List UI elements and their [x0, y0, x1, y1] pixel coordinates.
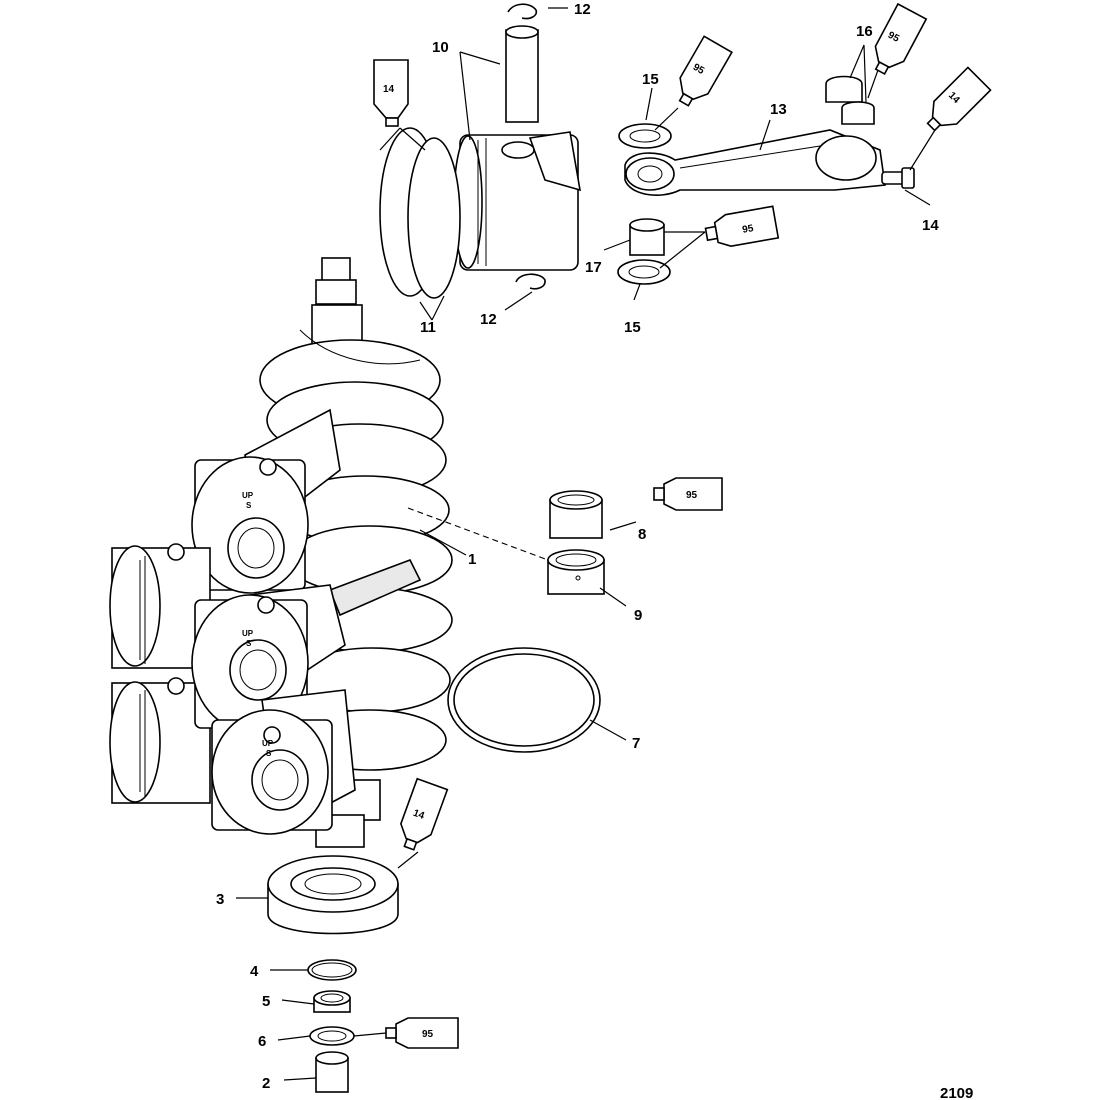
callout-labels: 12 10 11 12 15 13 16 14 17 15 1 8 9 7 3 … [216, 1, 973, 1100]
rod-bolt [881, 167, 915, 189]
callout-9: 9 [634, 607, 642, 624]
thrust-washer-top-inner [629, 129, 661, 143]
piston-3: UP S [211, 689, 356, 835]
callout-10: 10 [432, 39, 449, 56]
exploded-piston [453, 131, 582, 271]
callout-13: 13 [770, 101, 787, 118]
sleeve-2 [315, 1051, 349, 1093]
needle-bearing-8 [549, 490, 603, 539]
callout-8: 8 [638, 526, 646, 543]
callout-12: 12 [574, 1, 591, 18]
figure-number: 2109 [940, 1085, 973, 1100]
piston-s-mark: S [246, 639, 252, 648]
lubricant-tube-14: 14 [400, 777, 449, 851]
retaining-ring-top [507, 3, 538, 20]
needle-bearing-small-end [629, 218, 665, 256]
piston-up-mark: UP [242, 491, 254, 500]
piston-up-mark: UP [262, 739, 274, 748]
thrust-washer-bottom [617, 259, 671, 285]
callout-17: 17 [585, 259, 602, 276]
tube-label: 95 [741, 223, 754, 236]
lubricant-tube-95: 95 [678, 35, 733, 107]
callout-14: 14 [922, 217, 939, 234]
piston-up-mark: UP [242, 629, 254, 638]
snap-ring-4 [307, 959, 357, 981]
callout-6: 6 [258, 1033, 266, 1050]
bearing-cage-halves [825, 75, 875, 125]
callout-2: 2 [262, 1075, 270, 1092]
piston-rear-upper [109, 543, 211, 669]
tube-label: 95 [886, 30, 901, 45]
lubricant-tube-95: 95 [385, 1017, 459, 1049]
callout-3: 3 [216, 891, 224, 908]
callout-7: 7 [632, 735, 640, 752]
lubricant-tube-95: 95 [704, 205, 780, 248]
callout-1: 1 [468, 551, 476, 568]
callout-16: 16 [856, 23, 873, 40]
callout-5: 5 [262, 993, 270, 1010]
piston-s-mark: S [246, 501, 252, 510]
connecting-rod [624, 129, 886, 196]
lubricant-tube-95: 95 [874, 2, 928, 75]
tube-label: 14 [383, 84, 395, 95]
thrust-washer-top [618, 123, 672, 149]
o-ring-7 [447, 647, 601, 753]
wrist-pin [505, 25, 539, 123]
leader-lines [236, 7, 936, 1081]
callout-15: 15 [642, 71, 659, 88]
ball-bearing-3 [267, 855, 399, 935]
tube-label: 95 [691, 62, 707, 77]
lubricant-tube-95: 95 [653, 477, 723, 511]
callout-4: 4 [250, 963, 259, 980]
callout-15: 15 [624, 319, 641, 336]
seal-6 [309, 1026, 355, 1046]
seal-5 [313, 990, 351, 1013]
tube-label: 14 [411, 808, 426, 822]
callout-12: 12 [480, 311, 497, 328]
piston-2: UP S [191, 584, 346, 732]
callout-11: 11 [420, 319, 436, 336]
lubricant-tube-14: 14 [926, 66, 992, 132]
tube-label: 95 [422, 1029, 434, 1040]
piston-s-mark: S [266, 749, 272, 758]
tube-label: 95 [686, 490, 698, 501]
thrust-washer-bottom-inner [628, 265, 660, 279]
piston-1: UP S [191, 408, 341, 594]
lubricant-tube-14: 14 [373, 59, 409, 127]
piston-rear-lower [109, 677, 211, 804]
piston-rings [379, 127, 461, 299]
bearing-race-9 [547, 549, 605, 595]
retaining-ring-bottom [515, 273, 546, 290]
